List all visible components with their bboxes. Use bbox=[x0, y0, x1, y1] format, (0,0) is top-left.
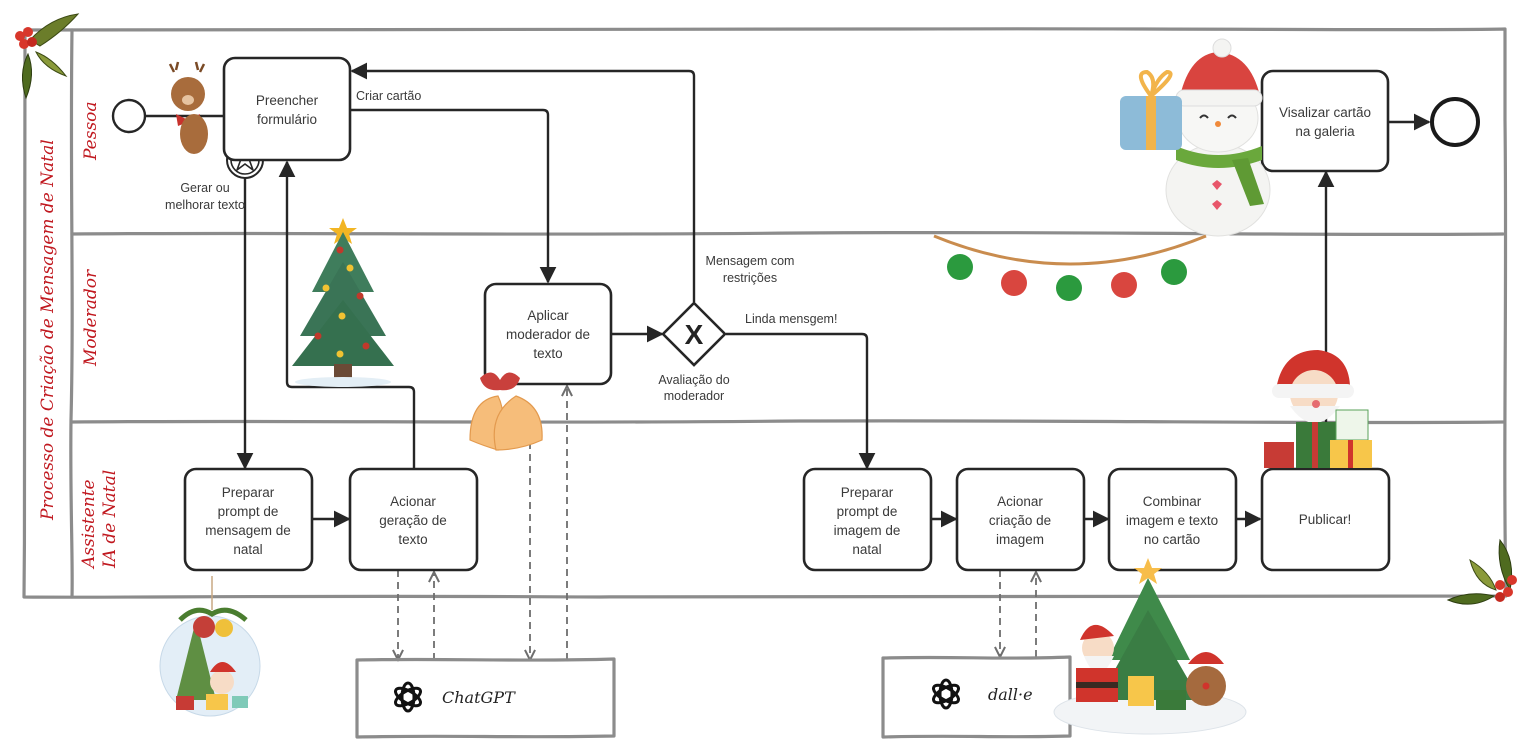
task-label-line: Publicar! bbox=[1299, 512, 1352, 527]
lane-label-assistente: Assistente bbox=[79, 479, 99, 570]
navigation-arrow-icon bbox=[236, 147, 254, 171]
task-acionar-criacao-imagem[interactable]: Acionar criação de imagem bbox=[955, 467, 1086, 572]
christmas-tree-icon bbox=[292, 218, 394, 387]
openai-logo-icon bbox=[394, 681, 422, 713]
task-label-line: Aplicar bbox=[527, 308, 569, 323]
end-event[interactable] bbox=[1430, 97, 1480, 147]
lane-divider-2 bbox=[70, 419, 1505, 425]
data-associations bbox=[398, 386, 1036, 660]
task-publicar[interactable]: Publicar! bbox=[1260, 467, 1391, 572]
task-aplicar-moderador[interactable]: Aplicar moderador de texto bbox=[483, 282, 613, 386]
task-label-line: imagem e texto bbox=[1126, 513, 1218, 528]
teddy-reindeer-icon bbox=[168, 61, 208, 154]
santa-tree-reindeer-icon bbox=[1053, 558, 1247, 735]
flow-label-restricoes: Mensagem com bbox=[706, 254, 795, 268]
chatgpt-label: ChatGPT bbox=[442, 688, 516, 707]
task-preparar-prompt-mensagem[interactable]: Preparar prompt de mensagem de natal bbox=[183, 467, 314, 572]
task-label-line: no cartão bbox=[1144, 532, 1200, 547]
gateway-label: moderador bbox=[664, 389, 724, 403]
snow-globe-ornament-icon bbox=[159, 576, 261, 717]
system-dalle[interactable]: dall·e bbox=[881, 655, 1072, 739]
flow-criar-cartao[interactable] bbox=[350, 108, 557, 284]
flow-linda-mensagem[interactable] bbox=[726, 332, 876, 470]
openai-logo-icon bbox=[932, 678, 960, 710]
start-event[interactable] bbox=[111, 98, 147, 134]
garland-ornaments-icon bbox=[933, 234, 1207, 301]
gift-box-icon bbox=[1120, 69, 1182, 150]
bells-icon bbox=[469, 372, 543, 451]
flow-texto-to-preencher[interactable] bbox=[278, 160, 416, 468]
flow-label-linda-mensagem: Linda mensgem! bbox=[745, 312, 837, 326]
task-label-line: imagem de bbox=[834, 523, 901, 538]
task-label-line: formulário bbox=[257, 112, 317, 127]
task-label-line: na galeria bbox=[1295, 124, 1355, 139]
holly-bottom-right-icon bbox=[1446, 538, 1517, 605]
exclusive-gateway[interactable]: X bbox=[661, 301, 727, 367]
task-label-line: Combinar bbox=[1143, 494, 1202, 509]
flow-mensagem-restricoes[interactable] bbox=[350, 62, 696, 302]
task-label-line: Preparar bbox=[841, 485, 894, 500]
task-label-line: criação de bbox=[989, 513, 1051, 528]
task-acionar-geracao-texto[interactable]: Acionar geração de texto bbox=[348, 467, 479, 572]
task-label-line: prompt de bbox=[218, 504, 279, 519]
task-label-line: texto bbox=[533, 346, 562, 361]
flow-label-gerar: Gerar ou bbox=[180, 181, 229, 195]
lane-label-pessoa: Pessoa bbox=[81, 101, 101, 161]
gateway-label: Avaliação do bbox=[658, 373, 729, 387]
task-label-line: Preparar bbox=[222, 485, 275, 500]
lane-label-moderador: Moderador bbox=[81, 269, 101, 367]
task-visualizar[interactable]: Visalizar cartão na galeria bbox=[1260, 69, 1390, 173]
flow-label-restricoes: restrições bbox=[723, 271, 777, 285]
santa-with-gifts-icon bbox=[1264, 350, 1372, 468]
snowman-icon bbox=[1120, 38, 1271, 237]
flow-label-criar-cartao: Criar cartão bbox=[356, 89, 421, 103]
task-label-line: mensagem de bbox=[205, 523, 291, 538]
task-label-line: natal bbox=[233, 542, 262, 557]
task-label-line: Acionar bbox=[997, 494, 1043, 509]
task-label-line: moderador de bbox=[506, 327, 590, 342]
system-chatgpt[interactable]: ChatGPT bbox=[355, 657, 616, 739]
task-label-line: imagem bbox=[996, 532, 1044, 547]
pool-header-divider bbox=[69, 28, 74, 599]
holly-top-left-icon bbox=[15, 13, 80, 100]
task-combinar[interactable]: Combinar imagem e texto no cartão bbox=[1107, 467, 1238, 572]
lane-label-assistente-line2: IA de Natal bbox=[100, 470, 120, 569]
gateway-x-icon: X bbox=[685, 319, 704, 350]
task-label-line: Visalizar cartão bbox=[1279, 105, 1371, 120]
task-label-line: texto bbox=[398, 532, 427, 547]
task-label-line: natal bbox=[852, 542, 881, 557]
flow-label-gerar: melhorar texto bbox=[165, 198, 245, 212]
pool-title: Processo de Criação de Mensagem de Natal bbox=[38, 139, 58, 521]
sequence-flows bbox=[145, 62, 1431, 528]
task-label-line: Acionar bbox=[390, 494, 436, 509]
task-label-line: prompt de bbox=[837, 504, 898, 519]
dalle-label: dall·e bbox=[988, 685, 1033, 704]
task-preencher[interactable]: Preencher formulário bbox=[222, 56, 352, 162]
task-preparar-prompt-imagem[interactable]: Preparar prompt de imagem de natal bbox=[802, 467, 933, 572]
task-label-line: Preencher bbox=[256, 93, 319, 108]
task-label-line: geração de bbox=[379, 513, 447, 528]
